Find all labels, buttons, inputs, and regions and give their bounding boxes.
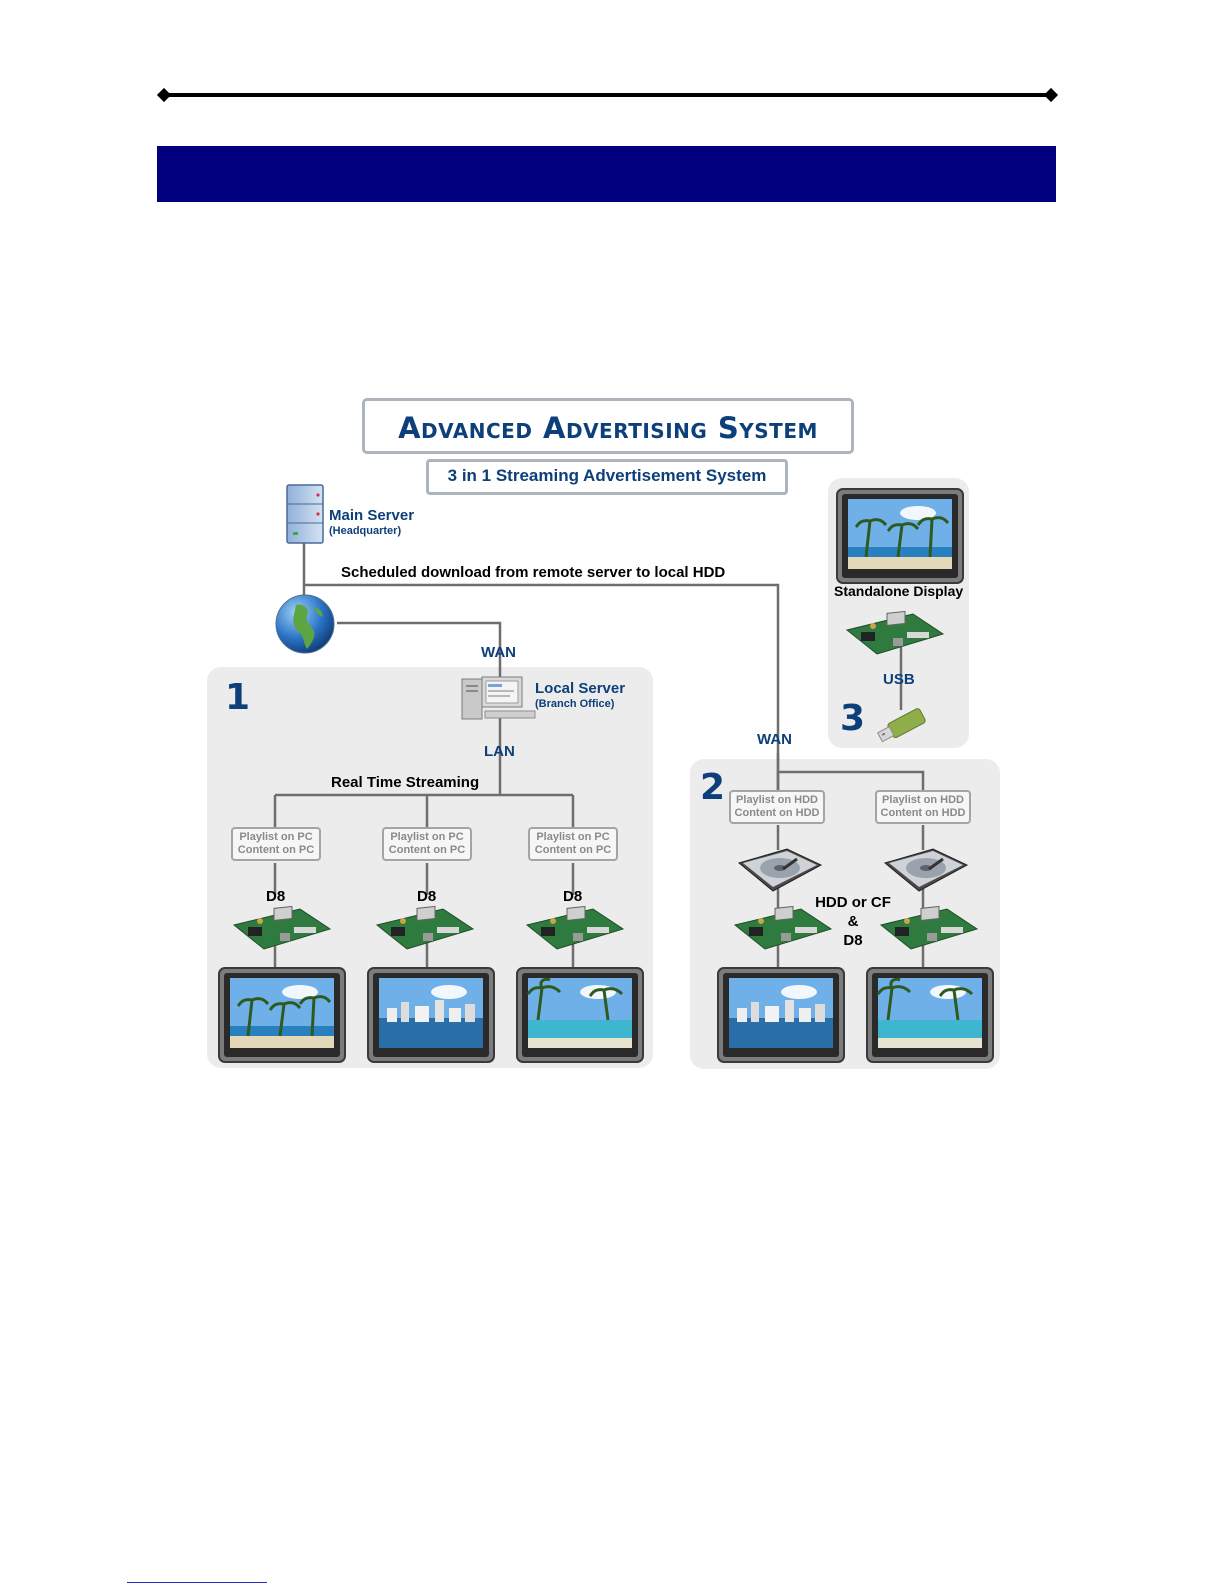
- connector-lines: [273, 540, 925, 967]
- scheduled-download-label: Scheduled download from remote server to…: [341, 564, 726, 581]
- display-monitor-icon: [367, 967, 495, 1068]
- diagram-title-box: Advanced Advertising System: [362, 398, 854, 454]
- section-banner: [157, 146, 1056, 202]
- hdd-client-2-playlist: Playlist on HDD: [882, 794, 964, 806]
- local-server-label: Local Server: [535, 680, 626, 697]
- client-1-content: Content on PC: [237, 844, 315, 856]
- advertising-system-diagram: Advanced Advertising System 3 in 1 Strea…: [205, 395, 1005, 1075]
- hdd-client-1-box: Playlist on HDD Content on HDD: [729, 790, 825, 824]
- main-server-icon: [286, 484, 324, 544]
- hdd-client-2-box: Playlist on HDD Content on HDD: [875, 790, 971, 824]
- diagram-subtitle-box: 3 in 1 Streaming Advertisement System: [426, 459, 788, 495]
- globe-icon: [275, 594, 335, 654]
- rule-end-right: [1043, 87, 1059, 103]
- client-2-playlist-box: Playlist on PC Content on PC: [382, 827, 472, 861]
- storage-label-line-3: D8: [843, 932, 863, 949]
- client-1-playlist: Playlist on PC: [239, 831, 313, 843]
- usb-label: USB: [883, 671, 915, 688]
- d8-board-icon: [373, 905, 475, 958]
- wan-label-1: WAN: [481, 644, 516, 661]
- d8-board-icon: [877, 905, 979, 958]
- d8-board-icon: [230, 905, 332, 958]
- local-server-sub: (Branch Office): [535, 698, 615, 710]
- panel-3-number: 3: [840, 698, 866, 739]
- client-2-device-label: D8: [417, 888, 437, 905]
- hard-drive-icon: [883, 847, 969, 898]
- display-monitor-icon: [516, 967, 644, 1068]
- hdd-client-1-content: Content on HDD: [734, 807, 820, 819]
- storage-label-line-1: HDD or CF: [815, 894, 891, 911]
- client-3-playlist: Playlist on PC: [536, 831, 610, 843]
- d8-board-icon: [731, 905, 833, 958]
- main-server-sub: (Headquarter): [329, 525, 402, 537]
- diagram-subtitle: 3 in 1 Streaming Advertisement System: [447, 466, 767, 485]
- d8-board-icon: [843, 610, 945, 663]
- display-monitor-icon: [866, 967, 994, 1068]
- local-server-icon: [461, 676, 536, 720]
- lan-label: LAN: [484, 743, 515, 760]
- standalone-display-label: Standalone Display: [834, 583, 964, 599]
- d8-board-icon: [523, 905, 625, 958]
- hdd-client-2-content: Content on HDD: [880, 807, 966, 819]
- diagram-title: Advanced Advertising System: [398, 411, 818, 445]
- hdd-client-1-playlist: Playlist on HDD: [736, 794, 818, 806]
- panel-2-number: 2: [700, 767, 726, 808]
- main-server-label: Main Server: [329, 507, 415, 524]
- hard-drive-icon: [737, 847, 823, 898]
- storage-label-line-2: &: [847, 913, 859, 930]
- client-1-device-label: D8: [266, 888, 286, 905]
- display-monitor-icon: [717, 967, 845, 1068]
- wan-label-2: WAN: [757, 731, 792, 748]
- storage-label: HDD or CF & D8: [811, 893, 895, 950]
- client-1-playlist-box: Playlist on PC Content on PC: [231, 827, 321, 861]
- client-3-content: Content on PC: [534, 844, 612, 856]
- client-3-device-label: D8: [563, 888, 583, 905]
- client-3-playlist-box: Playlist on PC Content on PC: [528, 827, 618, 861]
- display-monitor-icon: [218, 967, 346, 1068]
- standalone-display-monitor-icon: [836, 488, 964, 589]
- client-2-playlist: Playlist on PC: [390, 831, 464, 843]
- header-rule: [165, 93, 1050, 97]
- usb-drive-icon: [877, 708, 926, 743]
- footer-link-underline[interactable]: [127, 1582, 267, 1583]
- real-time-streaming-label: Real Time Streaming: [331, 774, 480, 791]
- panel-1-number: 1: [225, 677, 251, 718]
- client-2-content: Content on PC: [388, 844, 466, 856]
